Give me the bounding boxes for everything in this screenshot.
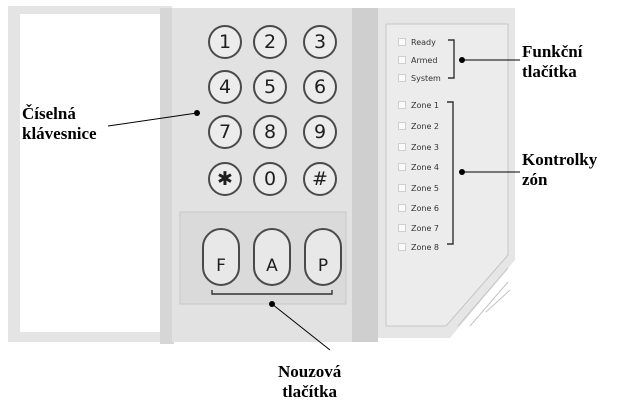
callout-numeric-keypad: Číselná klávesnice	[22, 104, 97, 144]
led-light	[398, 74, 406, 82]
led-light	[398, 224, 406, 232]
cover-inner	[20, 14, 160, 332]
status-led-ready: Ready	[398, 36, 436, 48]
key-hash[interactable]: #	[303, 162, 337, 196]
panic-button[interactable]: P	[304, 228, 342, 286]
emergency-bracket	[211, 290, 333, 295]
led-label: Zone 7	[411, 223, 439, 233]
key-6[interactable]: 6	[303, 70, 337, 104]
led-label: System	[411, 73, 441, 83]
zone-led-2: Zone 2	[398, 120, 439, 132]
zone-led-3: Zone 3	[398, 141, 439, 153]
callout-zone-indicators: Kontrolky zón	[522, 150, 597, 190]
key-0[interactable]: 0	[253, 162, 287, 196]
zone-led-5: Zone 5	[398, 182, 439, 194]
panel-bevel-2	[469, 281, 509, 327]
led-label: Armed	[411, 55, 438, 65]
led-label: Zone 5	[411, 183, 439, 193]
key-star[interactable]: ✱	[208, 162, 242, 196]
zone-bracket	[447, 101, 454, 245]
key-4[interactable]: 4	[208, 70, 242, 104]
led-light	[398, 184, 406, 192]
led-label: Zone 1	[411, 100, 439, 110]
divider-strip	[352, 8, 378, 342]
led-label: Zone 8	[411, 242, 439, 252]
key-8[interactable]: 8	[253, 115, 287, 149]
callout-line: Číselná	[22, 104, 76, 123]
assistance-button[interactable]: A	[253, 228, 291, 286]
callout-line: Nouzová	[278, 362, 342, 381]
leader-zones-dot	[459, 169, 465, 175]
callout-line: zón	[522, 170, 548, 189]
leader-emergency-dot	[269, 301, 275, 307]
leader-emergency	[271, 303, 331, 351]
callout-line: klávesnice	[22, 124, 97, 143]
led-light	[398, 122, 406, 130]
callout-emergency-buttons: Nouzová tlačítka	[278, 362, 341, 402]
callout-line: Funkční	[522, 42, 583, 61]
callout-line: tlačítka	[522, 62, 577, 81]
zone-led-8: Zone 8	[398, 241, 439, 253]
led-label: Zone 4	[411, 162, 439, 172]
leader-keypad-dot	[194, 110, 200, 116]
function-bracket	[448, 39, 455, 79]
led-light	[398, 143, 406, 151]
zone-led-1: Zone 1	[398, 99, 439, 111]
leader-function-dot	[459, 57, 465, 63]
callout-line: tlačítka	[282, 382, 338, 401]
callout-function-buttons: Funkční tlačítka	[522, 42, 582, 82]
key-7[interactable]: 7	[208, 115, 242, 149]
panel-bevel-3	[485, 289, 511, 313]
panel-bevel-1	[457, 267, 509, 327]
led-label: Zone 3	[411, 142, 439, 152]
key-2[interactable]: 2	[253, 25, 287, 59]
leader-keypad	[107, 112, 198, 127]
cover-edge	[160, 8, 174, 344]
callout-line: Kontrolky	[522, 150, 598, 169]
led-light	[398, 38, 406, 46]
key-1[interactable]: 1	[208, 25, 242, 59]
fire-button[interactable]: F	[202, 228, 240, 286]
status-led-armed: Armed	[398, 54, 437, 66]
led-label: Zone 6	[411, 203, 439, 213]
key-5[interactable]: 5	[253, 70, 287, 104]
key-3[interactable]: 3	[303, 25, 337, 59]
indicator-inner-panel	[385, 23, 509, 327]
led-light	[398, 101, 406, 109]
led-light	[398, 243, 406, 251]
zone-led-7: Zone 7	[398, 222, 439, 234]
zone-led-6: Zone 6	[398, 202, 439, 214]
led-light	[398, 204, 406, 212]
led-label: Ready	[411, 37, 436, 47]
key-9[interactable]: 9	[303, 115, 337, 149]
status-led-system: System	[398, 72, 441, 84]
led-label: Zone 2	[411, 121, 439, 131]
led-light	[398, 56, 406, 64]
zone-led-4: Zone 4	[398, 161, 439, 173]
led-light	[398, 163, 406, 171]
